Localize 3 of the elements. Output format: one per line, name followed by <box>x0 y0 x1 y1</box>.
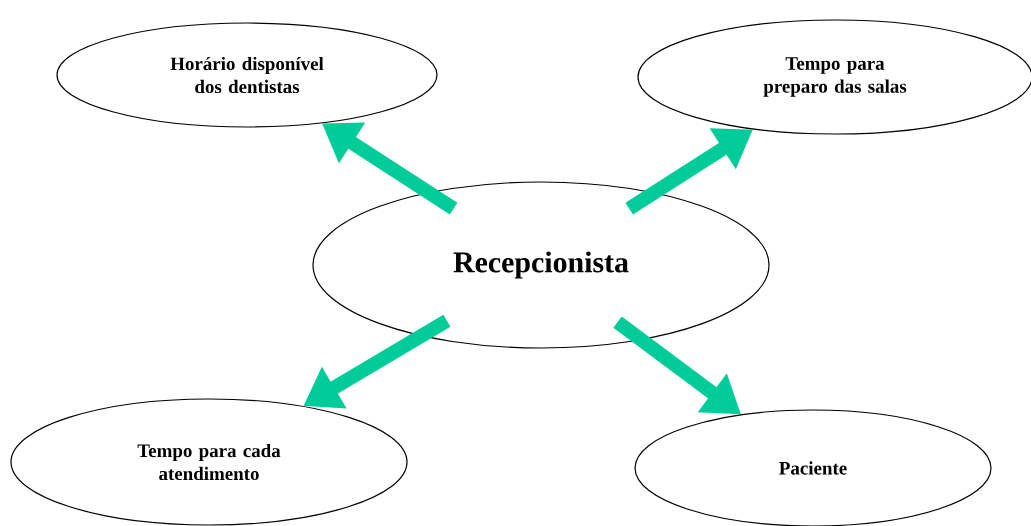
ellipse-node: Tempo para cada atendimento <box>10 398 408 526</box>
ellipse-node: Horário disponível dos dentistas <box>56 22 438 128</box>
ellipse-node: Recepcionista <box>312 181 770 349</box>
